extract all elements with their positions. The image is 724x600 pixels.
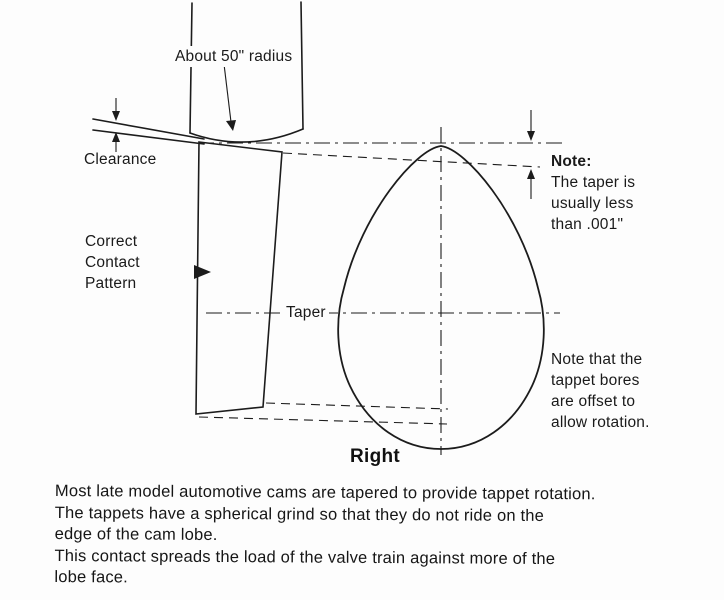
label-clearance: Clearance: [84, 151, 157, 168]
clearance-gap-top-line: [92, 118, 205, 140]
bottom-projection-dashed-2: [198, 416, 448, 425]
label-about-radius: About 50" radius: [172, 46, 296, 67]
taper-plane-dashed-line: [282, 152, 541, 168]
bottom-projection-dashed-1: [265, 402, 449, 410]
tappet-bottom-radius: [189, 128, 304, 143]
offset-note: Note that the tappet bores are offset to…: [551, 351, 650, 431]
clearance-arrowhead-up: [112, 132, 120, 142]
figure-caption: Right: [349, 446, 401, 467]
note-body: The taper is usually less than .001": [551, 174, 636, 233]
radius-leader-arrowhead: [226, 120, 236, 131]
contact-pattern-arrowhead: [194, 265, 211, 279]
taper-dim-arrowhead-up: [527, 169, 535, 179]
tappet-left-side: [189, 2, 193, 134]
body-text: Most late model automotive cams are tape…: [54, 481, 596, 587]
label-contact-pattern: Correct Contact Pattern: [85, 233, 140, 292]
cam-side-view: [195, 141, 283, 415]
note-title: Note:: [551, 153, 592, 170]
clearance-gap-bottom-line: [92, 129, 205, 145]
radius-leader-line: [223, 63, 232, 123]
tappet-right-side: [300, 1, 304, 130]
taper-dim-arrowhead-down: [527, 131, 535, 141]
clearance-arrowhead-down: [112, 111, 120, 121]
label-taper: Taper: [283, 302, 329, 323]
